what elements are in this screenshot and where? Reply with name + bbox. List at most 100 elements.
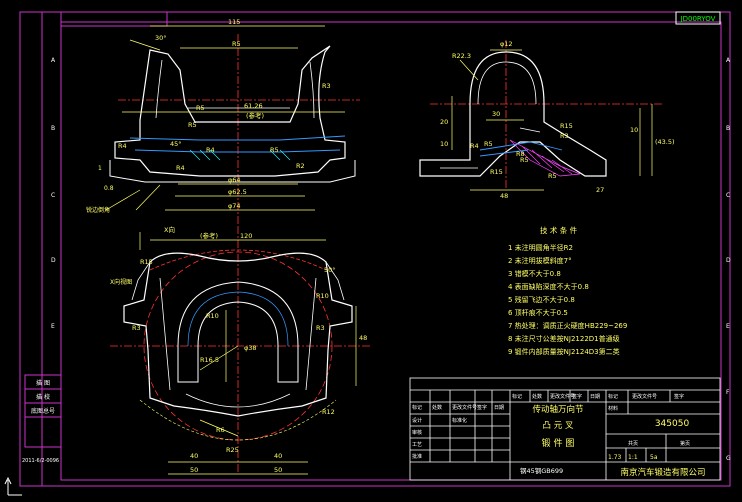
reference-arc <box>149 249 327 271</box>
tech-title: 技 术 条 件 <box>540 225 578 235</box>
rev-header-cell: 日期 <box>494 405 504 411</box>
side-view-dims: R22.3 φ12 30 20 10 R15 R3 R4 R5 R15 R5 R… <box>440 40 675 200</box>
weight: 1.73 <box>608 454 622 461</box>
plan-detail <box>131 261 345 408</box>
side-blue <box>479 141 563 157</box>
company-name: 南京汽车锻造有限公司 <box>620 467 705 478</box>
forging-outline <box>114 45 346 177</box>
tech-requirements: 技 术 条 件 1 未注明圆角半径R2 2 未注明拔模斜度7° 3 错模不大于0… <box>508 225 627 356</box>
side-letter: D <box>51 257 56 264</box>
sheet: 5a <box>650 454 658 461</box>
side-letter: E <box>726 323 730 330</box>
front-view-labels: 1 0.8 锐边倒角 <box>86 165 114 214</box>
side-letter: E <box>51 323 55 330</box>
side-letter: B <box>726 125 730 132</box>
dim-label: R10 <box>206 312 219 320</box>
plan-dimension-lines <box>139 232 357 475</box>
rev-header-cell: 处数 <box>432 404 442 411</box>
dim-label: (参考) <box>246 111 264 120</box>
outer-border <box>19 11 731 487</box>
dim-label: 50 <box>190 466 198 474</box>
tech-item: 6 顶杆痕不大于0.5 <box>508 308 568 317</box>
dim-label: R10 <box>316 292 329 300</box>
rev-header-cell: 标记 <box>512 393 522 400</box>
dim-label: 10 <box>630 126 638 134</box>
rev-header-cell: 签字 <box>572 393 582 400</box>
dim-label: φ64 <box>228 176 241 184</box>
side-outline <box>419 51 607 177</box>
dim-label: 30° <box>155 34 167 42</box>
dim-label: R5 <box>196 104 205 112</box>
side-inner <box>440 61 541 169</box>
dim-label: R25 <box>226 446 239 454</box>
title-block[interactable]: 标记 处数 更改文件号 签字 日期 标记 处数 更改文件号 签字 日期 标记 更… <box>409 377 721 481</box>
dim-label: R4 <box>118 142 127 150</box>
side-letter: C <box>726 192 730 199</box>
rev-header-cell: 标记 <box>412 404 422 411</box>
dim-label: R5 <box>188 121 197 129</box>
side-letters-right: A B C D E F G <box>726 57 731 462</box>
dim-label: φ38 <box>244 344 257 352</box>
dim-label: X向 <box>164 225 175 234</box>
flange <box>109 160 356 183</box>
dim-label: R8 <box>516 150 525 158</box>
front-view-dims: 115 30° R5 R5 61.26 (参考) R3 R5 R4 45° R4… <box>118 18 331 210</box>
sign-cells: 设计 审核 工艺 批准 标准化 共页 第页 材料 <box>412 405 690 460</box>
dim-label: R5 <box>484 140 493 148</box>
parting-line <box>129 135 346 153</box>
dim-label: R22.3 <box>452 52 471 60</box>
dim-label: 48 <box>500 192 508 200</box>
dim-label: R3 <box>132 324 141 332</box>
left-margin-boxes: 描 图 描 校 底图总号 <box>24 374 62 448</box>
margin-label: 描 图 <box>36 379 50 387</box>
tech-item: 2 未注明拔模斜度7° <box>508 256 572 265</box>
margin-label: 描 校 <box>36 393 50 401</box>
plan-blue <box>187 291 289 347</box>
sign-cell: 材料 <box>608 405 618 412</box>
dim-label: 27 <box>596 186 604 194</box>
dim-label: 40 <box>190 452 198 460</box>
code-box-text: JD00RYOV <box>680 15 716 23</box>
dim-label: 45° <box>170 140 182 148</box>
view-label: 0.8 <box>104 185 114 192</box>
inner-outline <box>155 59 315 119</box>
dim-label: R2 <box>296 162 305 170</box>
dim-label: 50 <box>274 466 282 474</box>
hatch-lines <box>189 149 291 161</box>
plan-inner <box>177 281 299 383</box>
side-letter: A <box>726 57 731 64</box>
dim-label: R16.5 <box>200 356 219 364</box>
sign-cell: 共页 <box>628 440 638 447</box>
tech-item: 3 错模不大于0.8 <box>508 269 561 278</box>
side-view[interactable]: R22.3 φ12 30 20 10 R15 R3 R4 R5 R15 R5 R… <box>419 40 675 200</box>
side-letter: G <box>726 455 731 462</box>
side-letter: D <box>726 257 731 264</box>
dim-label: 50° <box>324 266 336 274</box>
dim-label: 40 <box>274 452 282 460</box>
tech-item: 1 未注明圆角半径R2 <box>508 243 573 252</box>
bottom-left-text: 2011-6/2-0096 <box>22 458 59 464</box>
tech-item: 5 残留飞边不大于0.8 <box>508 295 575 304</box>
dim-label: φ12 <box>500 40 513 48</box>
view-label: X向视图 <box>110 278 132 286</box>
part-name-line1: 传动轴万向节 <box>532 404 584 415</box>
side-dimension-lines <box>451 49 653 191</box>
dim-label: φ62.5 <box>228 188 247 196</box>
dim-label: R15 <box>140 258 153 266</box>
dim-label: R5 <box>270 146 279 154</box>
dim-label: R5 <box>520 156 529 164</box>
part-name-line3: 锻 件 图 <box>542 437 575 449</box>
front-view[interactable]: 115 30° R5 R5 61.26 (参考) R3 R5 R4 45° R4… <box>86 18 360 225</box>
dimension-lines <box>105 25 345 211</box>
rev-header-cell: 签字 <box>674 393 684 400</box>
rev-header-cell: 更改文件号 <box>632 393 657 400</box>
sign-cell: 批准 <box>412 453 422 460</box>
sign-cell: 设计 <box>412 417 422 424</box>
plan-view[interactable]: X向 (参考) 120 R15 50° R10 R3 R10 R3 R16.5 … <box>110 225 372 475</box>
ucs-axis-icon <box>4 476 22 496</box>
side-letter: B <box>51 125 55 132</box>
section-hatch <box>509 139 581 177</box>
sign-cell: 工艺 <box>412 442 422 448</box>
tech-item: 8 未注尺寸公差按NJ2122D1普通级 <box>508 334 620 343</box>
